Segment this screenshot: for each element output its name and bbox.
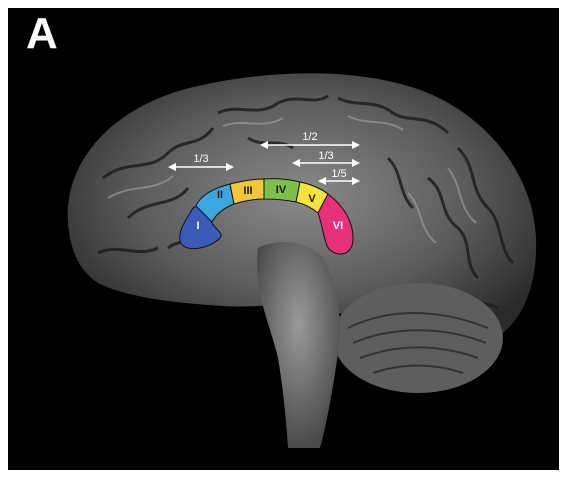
arrow-posterior-fifth [318, 177, 360, 185]
fraction-label-anterior-third: 1/3 [193, 153, 208, 165]
fraction-arrows [168, 141, 360, 185]
brainstem-shape [257, 242, 340, 448]
brain-diagram: I II III IV V VI [67, 73, 537, 448]
fraction-label-posterior-fifth: 1/5 [331, 168, 346, 180]
region-label-i: I [196, 220, 199, 232]
fraction-label-posterior-third: 1/3 [318, 150, 333, 162]
cerebrum-shape [67, 73, 537, 349]
corpus-callosum [179, 178, 354, 255]
cerebellum-shape [333, 283, 503, 393]
region-label-iii: III [243, 185, 252, 197]
arrow-anterior-third [168, 163, 234, 171]
cerebellum-folia [347, 312, 489, 374]
region-label-vi: VI [333, 220, 343, 232]
gyri-highlight [107, 115, 477, 244]
region-label-v: V [308, 193, 316, 205]
mri-panel: I II III IV V VI [8, 8, 559, 470]
arrow-posterior-half [260, 141, 360, 149]
arrow-posterior-third [292, 159, 360, 167]
fraction-label-posterior-half: 1/2 [302, 131, 317, 143]
region-vi-shape [317, 193, 354, 255]
region-label-ii: II [217, 189, 223, 201]
region-label-iv: IV [276, 184, 287, 196]
panel-label: A [26, 9, 58, 58]
